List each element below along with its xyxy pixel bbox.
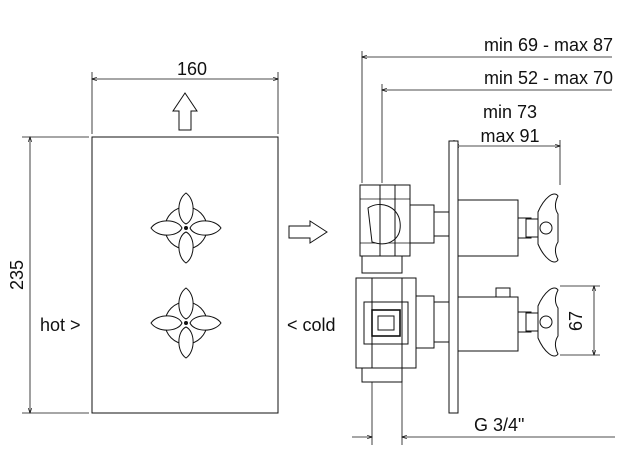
side-view: min 69 - max 87 min 52 - max 70 min 73 m… bbox=[352, 35, 615, 445]
side-lower-handle-icon bbox=[525, 287, 559, 357]
side-upper-handle-icon bbox=[525, 193, 559, 263]
hot-label: hot > bbox=[40, 315, 81, 335]
front-plate bbox=[91, 136, 279, 414]
front-view: 160 235 hot > < cold bbox=[7, 59, 336, 413]
lower-handle-icon bbox=[150, 287, 222, 359]
side-plate bbox=[448, 140, 459, 414]
up-arrow-icon bbox=[172, 92, 198, 131]
connection-size-label: G 3/4" bbox=[474, 415, 524, 435]
handle-spacing-label: 67 bbox=[566, 311, 586, 331]
right-arrow-icon bbox=[288, 220, 328, 244]
upper-handle-icon bbox=[150, 192, 222, 264]
dimension-third-line1: min 73 bbox=[483, 102, 537, 122]
cold-label: < cold bbox=[287, 315, 336, 335]
dimension-third-line2: max 91 bbox=[480, 126, 539, 146]
width-dimension-label: 160 bbox=[177, 59, 207, 79]
dimension-top-label: min 69 - max 87 bbox=[484, 35, 613, 55]
height-dimension-label: 235 bbox=[7, 260, 27, 290]
dimension-second-label: min 52 - max 70 bbox=[484, 68, 613, 88]
